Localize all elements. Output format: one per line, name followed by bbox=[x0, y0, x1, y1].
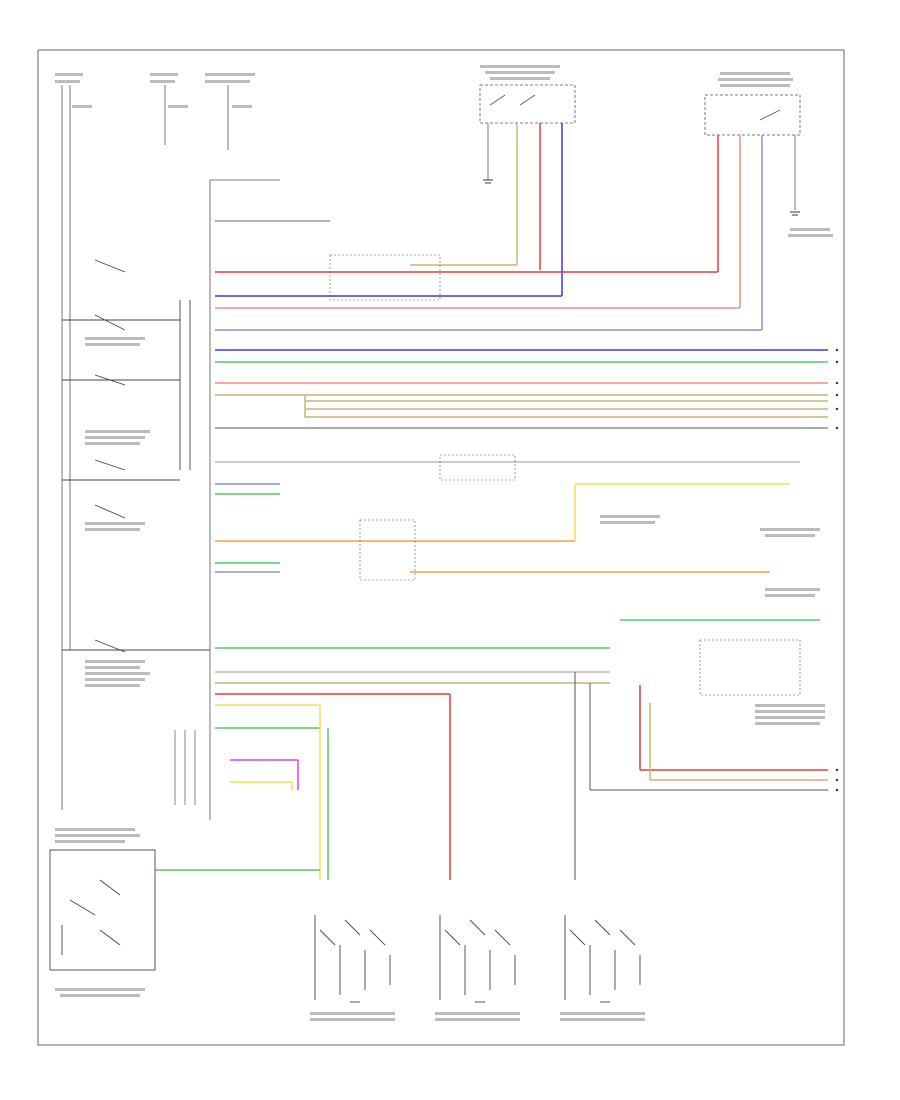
wire-end-markers bbox=[835, 348, 839, 792]
diagram-frame bbox=[37, 49, 845, 1046]
switch-label-top-right bbox=[718, 72, 793, 87]
fuse-labels bbox=[55, 73, 255, 108]
window-switch-group-1 bbox=[310, 915, 395, 1021]
switch-group-label-bar bbox=[560, 1012, 645, 1015]
left-component-labels bbox=[85, 337, 150, 687]
rear-switch-labels bbox=[55, 828, 145, 997]
vertical-connector-stack bbox=[174, 730, 196, 805]
left-switch-symbols bbox=[62, 259, 210, 653]
switch-group-label-bar bbox=[435, 1012, 520, 1015]
connector-dashed-boxes bbox=[329, 254, 801, 696]
window-switch-group-2 bbox=[435, 915, 520, 1021]
switch-group-label-bar bbox=[435, 1018, 520, 1021]
bottom-switch-groups bbox=[310, 915, 645, 1021]
switch-group-label-bar bbox=[310, 1012, 395, 1015]
right-component-labels bbox=[600, 228, 833, 725]
switch-group-label-bar bbox=[560, 1018, 645, 1021]
horizontal-wires bbox=[215, 220, 828, 791]
window-switch-group-3 bbox=[560, 915, 645, 1021]
power-feed-lines bbox=[61, 85, 280, 820]
switch-label-top bbox=[480, 65, 560, 80]
wire-branches bbox=[155, 395, 591, 880]
rear-window-switch-assembly bbox=[49, 849, 156, 971]
front-right-window-switch bbox=[704, 94, 801, 210]
ground-symbol bbox=[483, 179, 800, 216]
switch-group-label-bar bbox=[310, 1018, 395, 1021]
front-left-window-switch bbox=[479, 84, 576, 180]
